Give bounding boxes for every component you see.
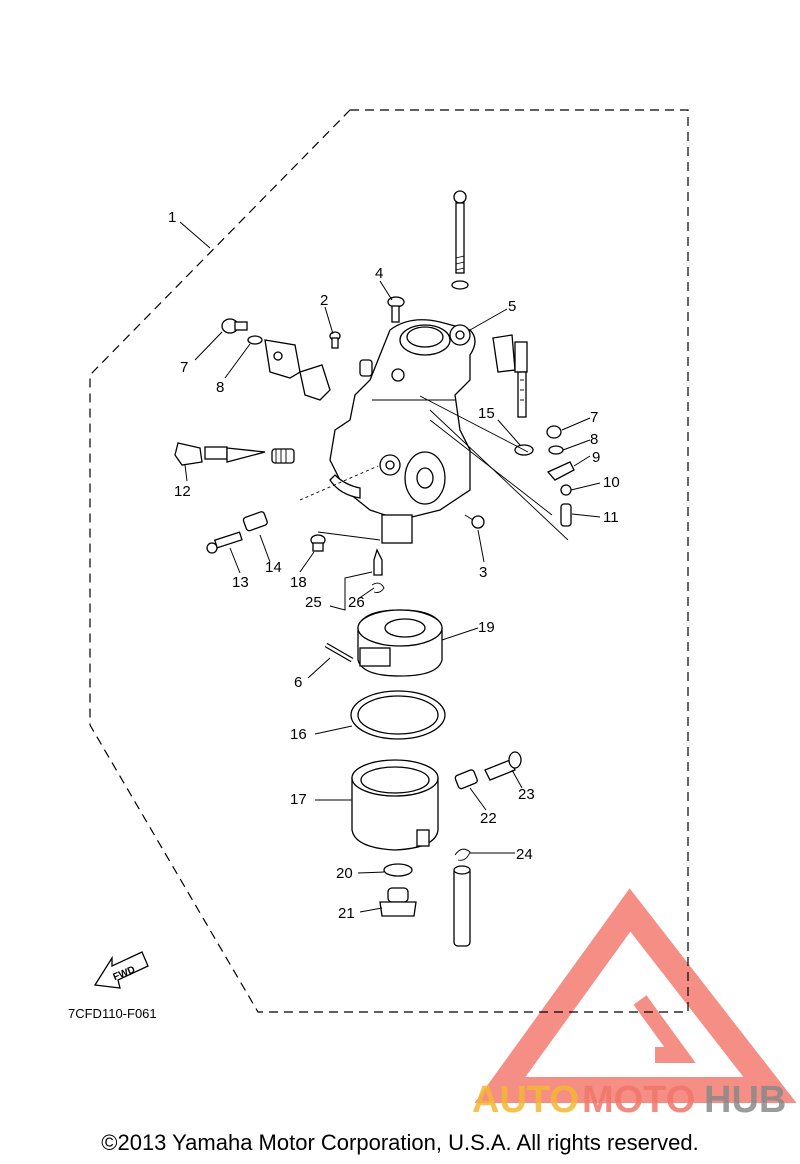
callout-1: 1	[168, 209, 176, 226]
diagram-code: 7CFD110-F061	[68, 1006, 157, 1021]
fwd-arrow-icon: FWD	[93, 951, 149, 989]
assembly-boundary	[89, 109, 689, 1013]
callout-2: 2	[320, 292, 328, 309]
choke-lever	[492, 334, 528, 418]
leader-lines	[179, 221, 601, 913]
screw-7-left	[221, 318, 263, 345]
right-small-parts	[546, 425, 575, 527]
callout-23: 23	[518, 786, 535, 803]
watermark-suffix: HUB	[704, 1079, 786, 1121]
bracket	[264, 339, 331, 401]
screw-3	[464, 514, 485, 529]
long-bolt	[451, 190, 469, 290]
callout-25: 25	[305, 594, 322, 611]
callout-18: 18	[290, 574, 307, 591]
callout-8-right: 8	[590, 431, 598, 448]
callout-16: 16	[290, 726, 307, 743]
callout-4: 4	[375, 265, 383, 282]
watermark-logo	[474, 888, 797, 1103]
watermark-middle: MOTO	[582, 1079, 695, 1121]
callout-21: 21	[338, 905, 355, 922]
float-bowl-17	[351, 759, 439, 851]
callout-7-right: 7	[590, 409, 598, 426]
callout-8-left: 8	[216, 379, 224, 396]
callout-22: 22	[480, 810, 497, 827]
gasket-16	[350, 690, 446, 740]
callout-20: 20	[336, 865, 353, 882]
callout-3: 3	[479, 564, 487, 581]
callout-17: 17	[290, 791, 307, 808]
callout-6: 6	[294, 674, 302, 691]
callout-12: 12	[174, 483, 191, 500]
screw-2	[329, 331, 341, 349]
callout-13: 13	[232, 574, 249, 591]
callout-11: 11	[603, 509, 619, 526]
callout-26: 26	[348, 594, 365, 611]
callout-7-left: 7	[180, 359, 188, 376]
callout-15: 15	[478, 405, 495, 422]
callout-14: 14	[265, 559, 282, 576]
float-19	[357, 609, 443, 677]
callout-labels: 1 2 3 4 5 6 7 8 7 8 9 10 11 12 13 14 15 …	[168, 209, 620, 922]
screw-4	[387, 296, 405, 323]
watermark-prefix: AUTO	[472, 1079, 579, 1121]
drain-bolt-21	[379, 887, 417, 917]
drain-tube	[453, 848, 471, 947]
watermark-text: AUTO MOTO HUB	[472, 1079, 786, 1121]
callout-24: 24	[516, 846, 533, 863]
left-side-parts	[174, 442, 295, 554]
needle-valve	[371, 548, 385, 593]
carburetor-body	[329, 319, 476, 544]
callout-10: 10	[603, 474, 620, 491]
washer-20	[383, 863, 413, 877]
pilot-screw	[454, 751, 522, 790]
callout-9: 9	[592, 449, 600, 466]
jet-18	[310, 534, 326, 552]
callout-5: 5	[508, 298, 516, 315]
copyright-notice: ©2013 Yamaha Motor Corporation, U.S.A. A…	[101, 1130, 699, 1155]
callout-19: 19	[478, 619, 495, 636]
